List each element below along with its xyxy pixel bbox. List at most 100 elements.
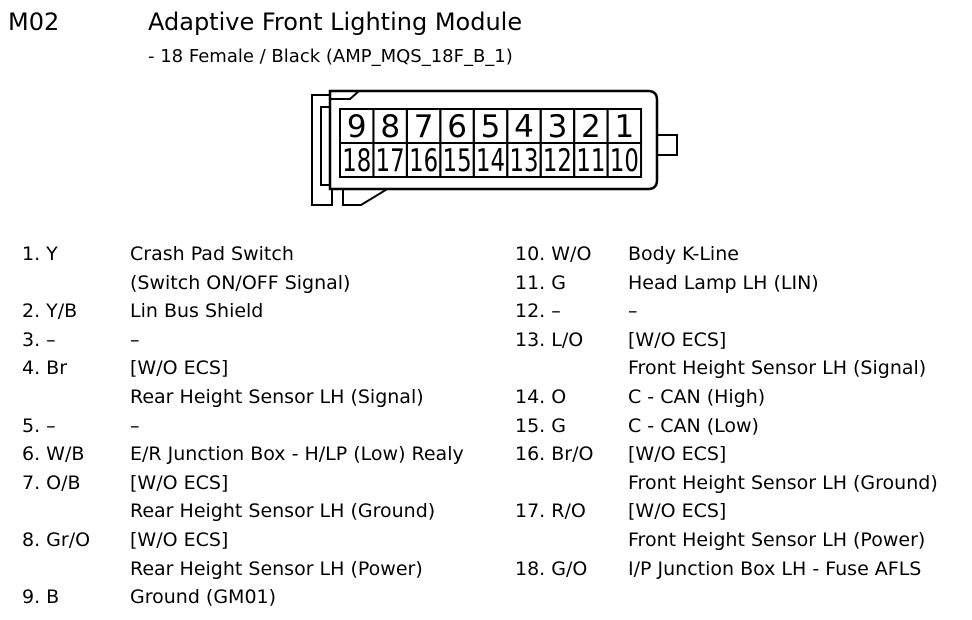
pin-number-color: 14. O	[515, 385, 567, 408]
pin-number-color: 3. –	[22, 328, 56, 351]
pin-description-line: Front Height Sensor LH (Power)	[628, 528, 926, 551]
pin-row: 6. W/B E/R Junction Box - H/LP (Low) Real…	[22, 440, 514, 469]
pin-description-line: [W/O ECS]	[628, 500, 727, 523]
pin-description-line: Front Height Sensor LH (Signal)	[628, 357, 927, 380]
pin-number-color: 12. –	[515, 300, 561, 323]
pin-description-line: Ground (GM01)	[130, 586, 277, 609]
pin-description-line: [W/O ECS]	[628, 328, 727, 351]
pin-cavity-number: 14	[476, 143, 505, 179]
pin-cavity-number: 15	[443, 143, 472, 179]
pin-number-color: 18. G/O	[515, 557, 588, 580]
pin-description-line: Rear Height Sensor LH (Ground)	[130, 500, 436, 523]
pin-number-color: 9. B	[22, 586, 60, 609]
pin-number-color: 7. O/B	[22, 471, 81, 494]
pin-description-line: Rear Height Sensor LH (Power)	[130, 557, 423, 580]
pin-number-color: 15. G	[515, 414, 566, 437]
pin-cavity-number: 12	[543, 143, 572, 179]
pin-description: Ground (GM01)	[130, 583, 514, 612]
pin-list-right: 10. W/O Body K-Line 11. G Head Lamp LH (LIN…	[515, 240, 971, 583]
pin-description: [W/O ECS] Rear Height Sensor LH (Ground)	[130, 469, 514, 526]
pin-number-color: 6. W/B	[22, 443, 85, 466]
pin-cavity-number: 8	[380, 109, 400, 145]
pin-description-line: [W/O ECS]	[130, 471, 229, 494]
pin-row: 2. Y/B Lin Bus Shield	[22, 297, 514, 326]
connector-id: M02	[8, 8, 60, 36]
pin-number-color: 8. Gr/O	[22, 528, 91, 551]
pin-row: 5. – –	[22, 412, 514, 441]
pin-number-color: 17. R/O	[515, 500, 586, 523]
pin-description: [W/O ECS] Front Height Sensor LH (Power)	[628, 497, 971, 554]
pin-description-line: C - CAN (High)	[628, 385, 766, 408]
pin-description: Lin Bus Shield	[130, 297, 514, 326]
pin-row: 8. Gr/O [W/O ECS] Rear Height Sensor LH (P…	[22, 526, 514, 583]
pin-number-color: 1. Y	[22, 243, 58, 265]
pin-cavity-number: 10	[610, 143, 639, 179]
pin-row: 1. Y Crash Pad Switch(Switch ON/OFF Signa…	[22, 240, 514, 297]
pin-number-color: 2. Y/B	[22, 300, 78, 323]
pin-description: C - CAN (Low)	[628, 412, 971, 441]
pin-description: –	[628, 297, 971, 326]
pin-cavity-number: 3	[548, 109, 568, 145]
pin-cavity-number: 1	[614, 109, 634, 145]
pin-number-color: 16. Br/O	[515, 443, 594, 466]
pin-description-line: –	[130, 414, 140, 437]
pin-description: I/P Junction Box LH - Fuse AFLS	[628, 555, 971, 584]
pin-description-line: Head Lamp LH (LIN)	[628, 271, 819, 294]
pin-row: 11. G Head Lamp LH (LIN)	[515, 269, 971, 298]
pin-cavity-number: 6	[447, 109, 467, 145]
pin-row: 14. O C - CAN (High)	[515, 383, 971, 412]
pin-description: Body K-Line	[628, 240, 971, 269]
pin-description-line: Rear Height Sensor LH (Signal)	[130, 385, 424, 408]
pin-cavity-number: 16	[409, 143, 438, 179]
pin-list-left: 1. Y Crash Pad Switch(Switch ON/OFF Signa…	[22, 240, 514, 612]
pin-number-color: 4. Br	[22, 357, 68, 380]
pin-description-line: Lin Bus Shield	[130, 300, 264, 323]
pin-cavity-number: 4	[514, 109, 534, 145]
pin-description-line: [W/O ECS]	[130, 528, 229, 551]
pin-cavity-box	[606, 142, 643, 178]
pin-row: 9. B Ground (GM01)	[22, 583, 514, 612]
pin-row: 15. G C - CAN (Low)	[515, 412, 971, 441]
pin-description: [W/O ECS] Rear Height Sensor LH (Signal)	[130, 354, 514, 411]
pin-description: [W/O ECS] Rear Height Sensor LH (Power)	[130, 526, 514, 583]
pin-cavity-number: 2	[581, 109, 601, 145]
pin-description: Crash Pad Switch(Switch ON/OFF Signal)	[130, 240, 514, 297]
pin-row: 4. Br [W/O ECS] Rear Height Sensor LH (Sig…	[22, 354, 514, 411]
pin-description-line: –	[628, 300, 638, 323]
connector-right-tab-shape	[655, 134, 678, 156]
connector-bottom-tab-shape	[342, 187, 393, 206]
pin-description-line: [W/O ECS]	[130, 357, 229, 380]
pin-description: Head Lamp LH (LIN)	[628, 269, 971, 298]
pin-cavity-number: 13	[509, 143, 538, 179]
connector-subtitle: - 18 Female / Black (AMP_MQS_18F_B_1)	[148, 46, 513, 67]
pin-description: C - CAN (High)	[628, 383, 971, 412]
connector-body-shape	[328, 89, 659, 191]
pin-number-color: 11. G	[515, 271, 566, 294]
pin-cavity-number: 5	[481, 109, 501, 145]
pin-row: 10. W/O Body K-Line	[515, 240, 971, 269]
pin-description: [W/O ECS] Front Height Sensor LH (Signal)	[628, 326, 971, 383]
pin-row: 16. Br/O [W/O ECS] Front Height Sensor LH …	[515, 440, 971, 497]
pin-description: [W/O ECS] Front Height Sensor LH (Ground)	[628, 440, 971, 497]
pin-row: 7. O/B [W/O ECS] Rear Height Sensor LH (Gr…	[22, 469, 514, 526]
page-title: Adaptive Front Lighting Module	[148, 8, 523, 36]
pin-number-color: 13. L/O	[515, 328, 584, 351]
pin-description-line: [W/O ECS]	[628, 443, 727, 466]
pin-number-color: 10. W/O	[515, 243, 592, 265]
pin-description: E/R Junction Box - H/LP (Low) Realy	[130, 440, 514, 469]
pin-description-line: I/P Junction Box LH - Fuse AFLS	[628, 557, 922, 580]
pin-description-line: –	[130, 328, 140, 351]
pin-row: 18. G/O I/P Junction Box LH - Fuse AFLS	[515, 555, 971, 584]
pin-cavity-number: 18	[342, 143, 371, 179]
pin-row: 13. L/O [W/O ECS] Front Height Sensor LH (…	[515, 326, 971, 383]
pin-description-line: Body K-Line	[628, 243, 739, 265]
pin-description-line: C - CAN (Low)	[628, 414, 759, 437]
pin-row: 12. – –	[515, 297, 971, 326]
pin-description-line: Crash Pad Switch	[130, 243, 294, 265]
pin-description-line: Front Height Sensor LH (Ground)	[628, 471, 938, 494]
pin-number-color: 5. –	[22, 414, 56, 437]
pin-cavity-number: 7	[414, 109, 434, 145]
